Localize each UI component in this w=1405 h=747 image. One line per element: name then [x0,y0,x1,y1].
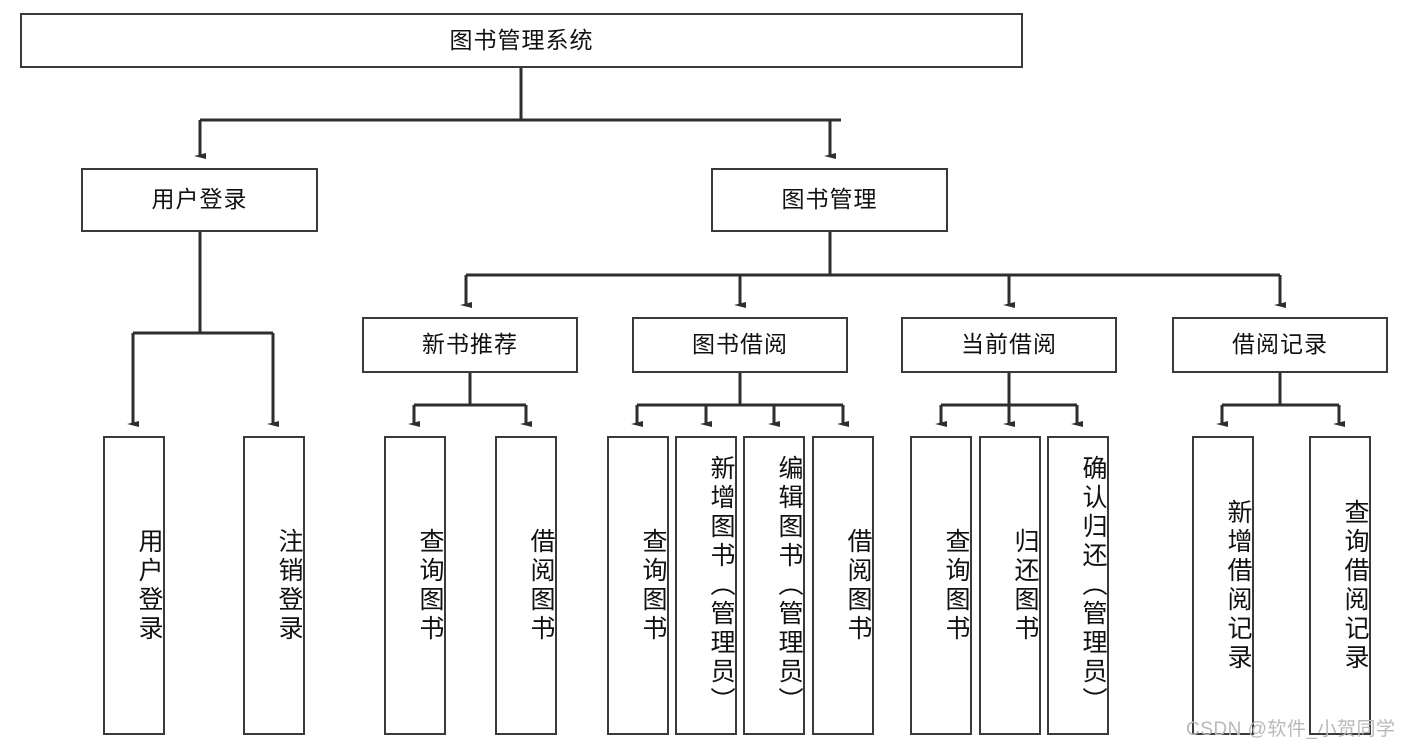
leaf-borrow-edit-book-admin[interactable]: 编辑图书（管理员） [743,436,805,735]
leaf-record-add-record[interactable]: 新增借阅记录 [1192,436,1254,735]
leaf-current-query-book[interactable]: 查询图书 [910,436,972,735]
node-new-book-recommend[interactable]: 新书推荐 [362,317,578,373]
leaf-label: 查询图书 [639,527,667,644]
leaf-recommend-borrow-book[interactable]: 借阅图书 [495,436,557,735]
leaf-borrow-query-book[interactable]: 查询图书 [607,436,669,735]
node-user-login[interactable]: 用户登录 [81,168,318,232]
leaf-label: 注销登录 [275,527,303,644]
node-root-system[interactable]: 图书管理系统 [20,13,1023,68]
leaf-label: 查询图书 [942,527,970,644]
leaf-record-query-record[interactable]: 查询借阅记录 [1309,436,1371,735]
node-current-borrow[interactable]: 当前借阅 [901,317,1117,373]
leaf-label: 查询图书 [416,527,444,644]
leaf-borrow-add-book-admin[interactable]: 新增图书（管理员） [675,436,737,735]
leaf-label: 归还图书 [1011,527,1039,644]
leaf-label: 编辑图书（管理员） [775,455,803,716]
node-book-management[interactable]: 图书管理 [711,168,948,232]
node-book-borrow[interactable]: 图书借阅 [632,317,848,373]
leaf-recommend-query-book[interactable]: 查询图书 [384,436,446,735]
leaf-current-confirm-return-admin[interactable]: 确认归还（管理员） [1047,436,1109,735]
leaf-user-login-login[interactable]: 用户登录 [103,436,165,735]
leaf-label: 新增借阅记录 [1224,498,1252,673]
leaf-label: 借阅图书 [527,527,555,644]
leaf-borrow-borrow-book[interactable]: 借阅图书 [812,436,874,735]
watermark: CSDN @软件_小贺同学 [1186,719,1396,740]
leaf-label: 查询借阅记录 [1341,498,1369,673]
leaf-label: 新增图书（管理员） [707,455,735,716]
leaf-label: 确认归还（管理员） [1079,455,1107,716]
leaf-label: 借阅图书 [844,527,872,644]
node-borrow-record[interactable]: 借阅记录 [1172,317,1388,373]
leaf-user-login-logout[interactable]: 注销登录 [243,436,305,735]
leaf-label: 用户登录 [135,527,163,644]
leaf-current-return-book[interactable]: 归还图书 [979,436,1041,735]
